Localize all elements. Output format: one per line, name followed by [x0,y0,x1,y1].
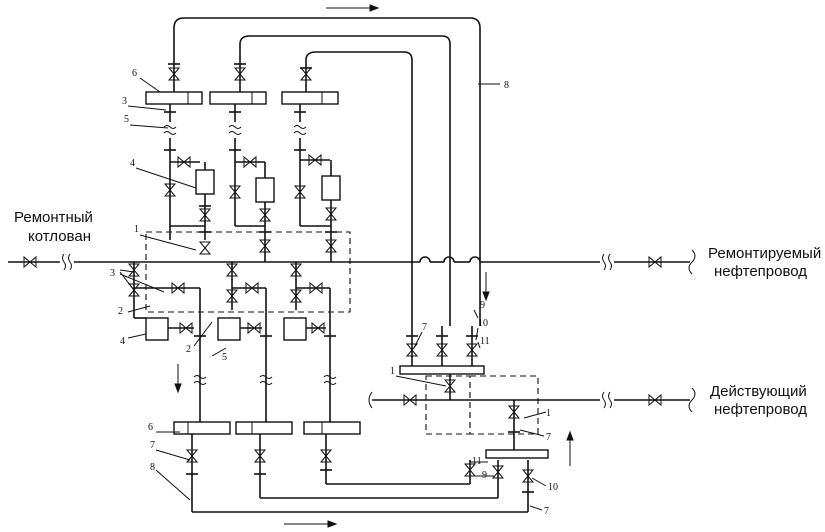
callout-10-bottom: 10 [548,482,558,493]
active-pipeline [368,387,696,413]
callout-1-pit: 1 [134,224,139,235]
active-pit-outline-2 [469,375,539,435]
callout-2-mid: 2 [186,344,191,355]
label-repair-pit-2: котлован [28,228,91,245]
callout-6-bottom: 6 [148,422,153,433]
lower-bypass-lines [185,400,549,513]
label-repair-pit-1: Ремонтный [14,209,93,226]
lower-pump-assemblies [128,262,361,435]
callout-7-bottom: 7 [544,506,549,517]
callout-11-bottom: 11 [472,456,482,467]
callout-8-bottom: 8 [150,462,155,473]
callout-6-top: 6 [132,68,137,79]
callout-2-left: 2 [118,306,123,317]
callout-5-top: 5 [124,114,129,125]
callout-3-mid: 3 [110,268,115,279]
leader-lines [119,77,547,511]
label-repaired-pipeline-2: нефтепровод [714,263,807,280]
label-repaired-pipeline-1: Ремонтируемый [708,245,821,262]
callout-7-mid: 7 [422,322,427,333]
flow-arrows [174,4,574,528]
callout-8-top: 8 [504,80,509,91]
callout-3-top: 3 [122,96,127,107]
callout-1-active: 1 [390,366,395,377]
active-pit-outline-1 [425,375,471,435]
callout-7-left: 7 [150,440,155,451]
callout-10-top: 10 [478,318,488,329]
callout-7-right: 7 [546,432,551,443]
callout-9-bottom: 9 [482,470,487,481]
callout-4-top: 4 [130,158,135,169]
label-active-pipeline-1: Действующий [710,383,807,400]
repair-pit-outline [145,231,351,313]
callout-5-bottom: 5 [222,352,227,363]
upper-pump-assemblies [145,91,341,262]
callout-1-lower: 1 [546,408,551,419]
callout-11-top: 11 [480,336,490,347]
callout-4-bottom: 4 [120,336,125,347]
label-active-pipeline-2: нефтепровод [714,401,807,418]
upper-bypass-lines [167,17,485,400]
repaired-pipeline [8,249,696,275]
callout-9-top: 9 [480,300,485,311]
